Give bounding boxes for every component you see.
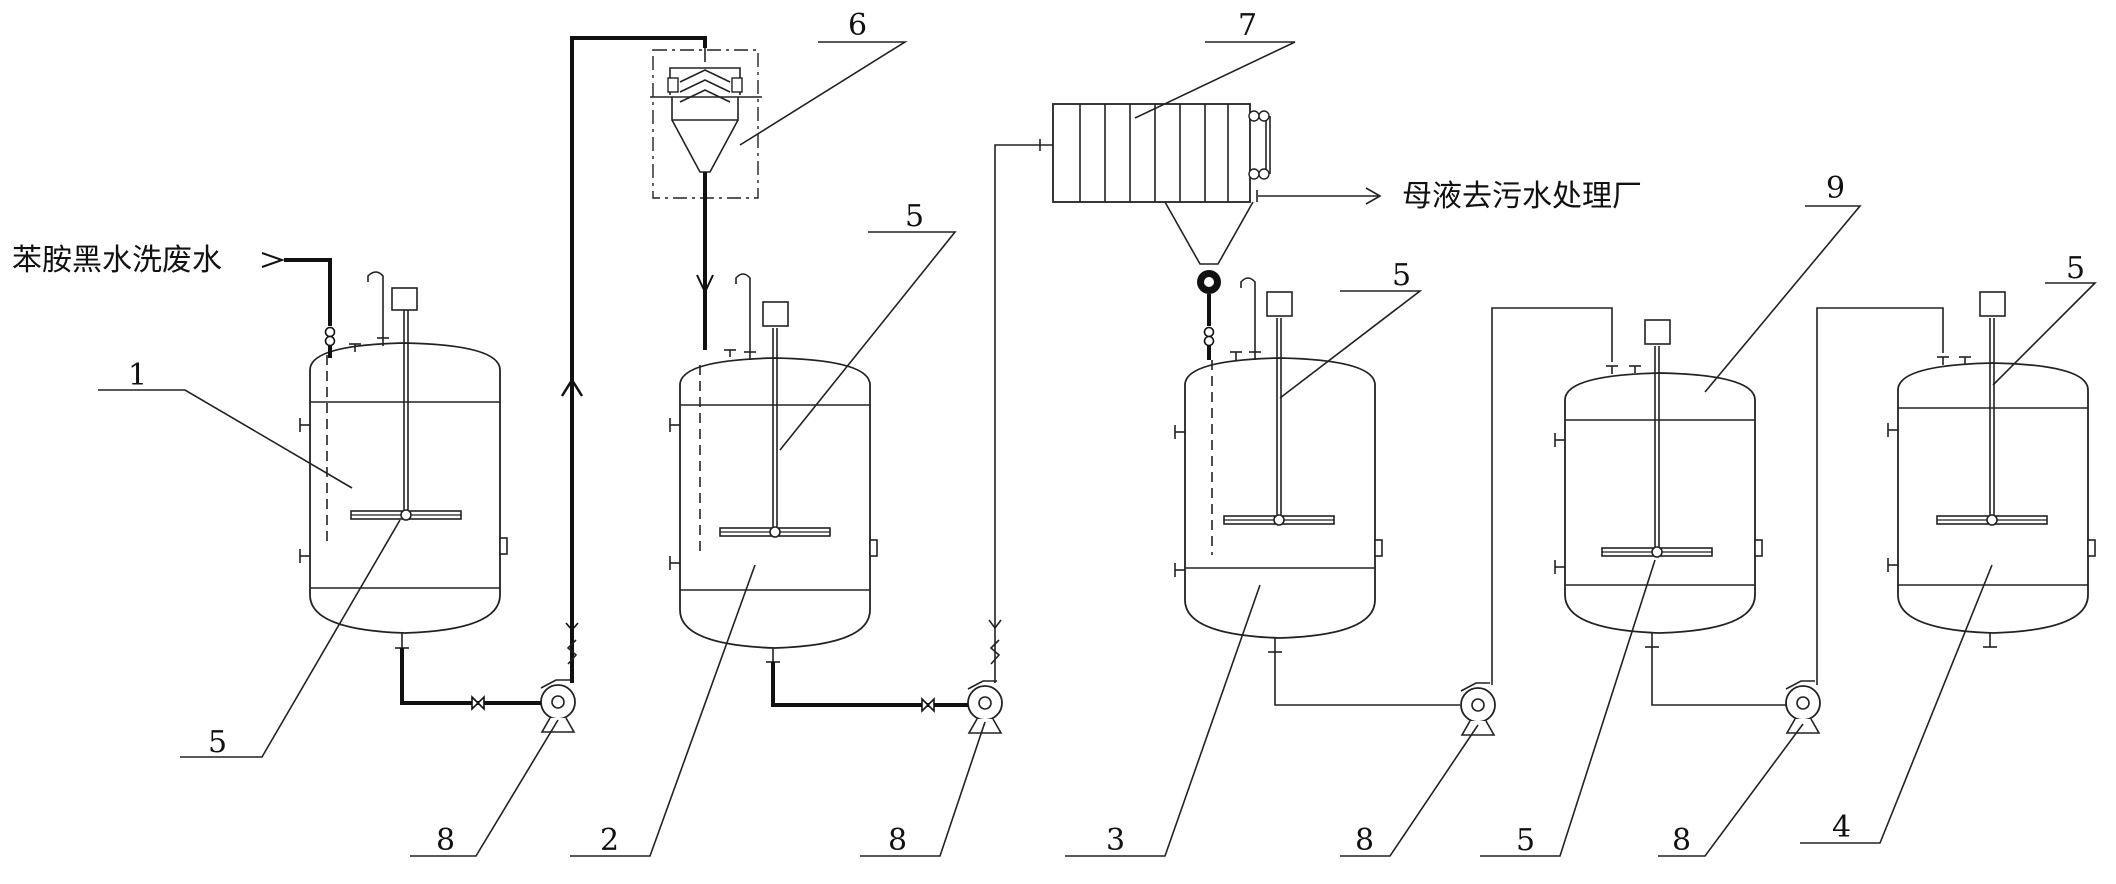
filter-press-7	[1052, 103, 1271, 294]
label-5a: 5	[208, 725, 227, 760]
tank-2	[669, 273, 878, 663]
label-5c: 5	[1392, 258, 1411, 293]
label-7: 7	[1238, 8, 1257, 43]
label-8d: 8	[1672, 823, 1691, 858]
outlet-label: 母液去污水处理厂	[1402, 179, 1642, 214]
tank-9	[1554, 319, 1763, 648]
pump-8b	[967, 680, 1003, 734]
pump-8c	[1460, 682, 1496, 736]
pipelines	[284, 36, 1944, 713]
label-8b: 8	[888, 823, 907, 858]
label-8c: 8	[1355, 823, 1374, 858]
label-2: 2	[600, 823, 619, 858]
tank-4	[1887, 291, 2096, 648]
pump-8a	[540, 679, 576, 733]
label-8a: 8	[436, 823, 455, 858]
label-6: 6	[848, 8, 867, 43]
separator-6	[650, 40, 762, 199]
label-5e: 5	[2066, 251, 2085, 286]
leader-lines	[98, 41, 2097, 857]
label-3: 3	[1106, 823, 1125, 858]
label-1: 1	[128, 358, 147, 393]
label-9: 9	[1826, 171, 1845, 206]
tank-1	[299, 271, 508, 649]
tank-3	[1174, 277, 1383, 653]
label-5d: 5	[1516, 823, 1535, 858]
label-5b: 5	[905, 199, 924, 234]
inlet-label: 苯胺黑水洗废水	[12, 243, 222, 278]
label-4: 4	[1832, 810, 1851, 845]
